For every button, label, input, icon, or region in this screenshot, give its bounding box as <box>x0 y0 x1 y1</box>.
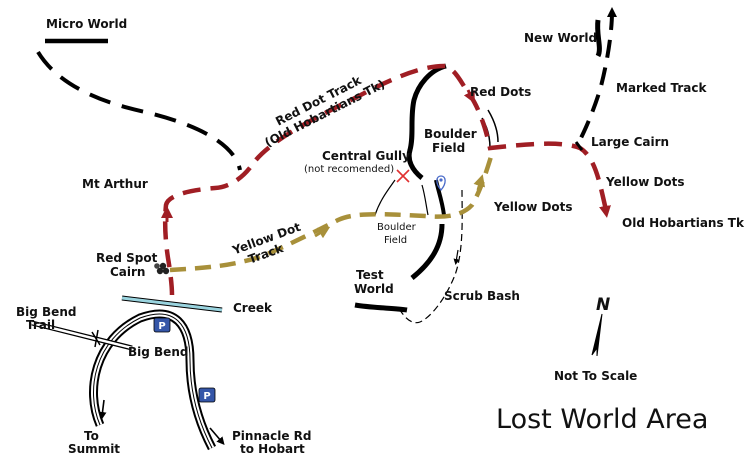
label-central-gully: Central Gully <box>322 149 410 163</box>
yellow-track-arrow-2 <box>473 174 486 191</box>
label-to-summit-1: To <box>84 429 99 443</box>
north-label: N <box>596 295 610 315</box>
pinnacle-rd-arrow <box>209 427 225 446</box>
creek-line <box>121 295 223 313</box>
red-dot-track <box>162 63 609 296</box>
label-marked-track: Marked Track <box>616 81 708 95</box>
parking-sign-pinnacle: P <box>198 387 216 403</box>
label-boulder-field-1: Boulder <box>424 127 477 141</box>
label-red-spot-cairn-1: Red Spot <box>96 251 158 265</box>
label-red-dots: Red Dots <box>470 85 531 99</box>
large-cairn-icon <box>574 141 584 151</box>
not-recommended-cross-icon <box>396 169 410 183</box>
label-boulder-field-small-1: Boulder <box>377 222 417 233</box>
parking-label-1: P <box>158 321 165 332</box>
label-new-world: New World <box>524 31 597 45</box>
label-big-bend: Big Bend <box>128 345 188 359</box>
label-pinnacle-rd-1: Pinnacle Rd <box>232 429 311 443</box>
scrub-bash-arrow <box>453 249 460 265</box>
gully-line-b <box>421 184 429 216</box>
label-red-spot-cairn-2: Cairn <box>110 265 145 279</box>
gully-line-a <box>374 179 396 216</box>
map-title: Lost World Area <box>496 404 708 435</box>
label-boulder-field-2: Field <box>432 141 465 155</box>
test-world-edge <box>354 302 408 313</box>
north-arrow-icon: N <box>591 295 610 357</box>
central-gully-crag-left <box>406 63 447 180</box>
label-test-world-1: Test <box>356 268 384 282</box>
yellow-track-arrow <box>314 226 331 239</box>
label-scrub-bash: Scrub Bash <box>444 289 520 303</box>
big-bend-road <box>89 309 216 451</box>
parking-sign-big-bend: P <box>153 317 171 333</box>
label-not-recommended: (not recomended) <box>304 164 394 175</box>
label-old-hobartians-tk: Old Hobartians Tk <box>622 216 745 230</box>
label-boulder-field-small-2: Field <box>384 235 407 246</box>
marked-track <box>576 11 614 145</box>
red-dots-gully-a <box>487 109 499 143</box>
yellow-dot-track <box>169 149 496 273</box>
label-creek: Creek <box>233 301 273 315</box>
label-big-bend-trail-2: Trail <box>26 318 55 332</box>
label-test-world-2: World <box>354 282 394 296</box>
label-mt-arthur: Mt Arthur <box>82 177 148 191</box>
red-spot-cairn-icon <box>154 262 170 275</box>
test-world-crag <box>410 223 445 280</box>
label-big-bend-trail-1: Big Bend <box>16 305 76 319</box>
red-track-arrow-end <box>599 199 611 218</box>
big-bend-trail-line <box>31 320 133 351</box>
label-pinnacle-rd-2: to Hobart <box>240 442 305 456</box>
micro-world-track <box>36 50 242 171</box>
label-micro-world: Micro World <box>46 17 127 31</box>
label-large-cairn: Large Cairn <box>591 135 669 149</box>
label-not-to-scale: Not To Scale <box>554 369 637 383</box>
parking-label-2: P <box>203 391 210 402</box>
label-yellow-dots-right: Yellow Dots <box>605 175 685 189</box>
scrub-bash-track <box>399 189 463 324</box>
red-track-arrow-mid <box>463 89 475 104</box>
new-world-bar <box>595 19 602 58</box>
location-pin-icon <box>436 175 446 191</box>
to-summit-arrow <box>98 399 107 420</box>
label-yellow-dots-center: Yellow Dots <box>493 200 573 214</box>
label-to-summit-2: Summit <box>68 442 120 456</box>
